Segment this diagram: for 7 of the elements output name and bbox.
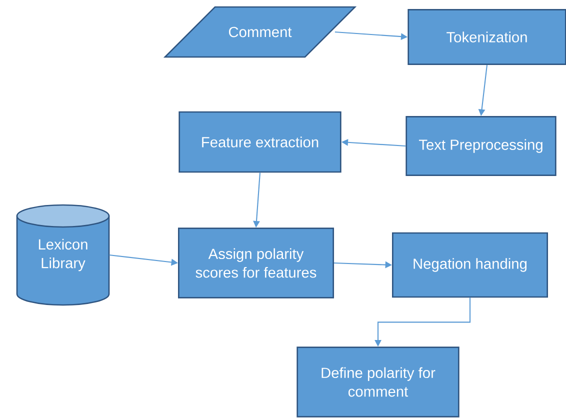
process-box: Text Preprocessing [406, 116, 556, 176]
process-box: Feature extraction [178, 111, 342, 173]
process-box: Assign polarity scores for features [178, 228, 334, 298]
process-box: Tokenization [408, 9, 566, 65]
process-box: Define polarity for comment [296, 346, 460, 418]
database-cylinder: Lexicon Library [16, 204, 110, 306]
process-box: Negation handing [392, 232, 548, 298]
